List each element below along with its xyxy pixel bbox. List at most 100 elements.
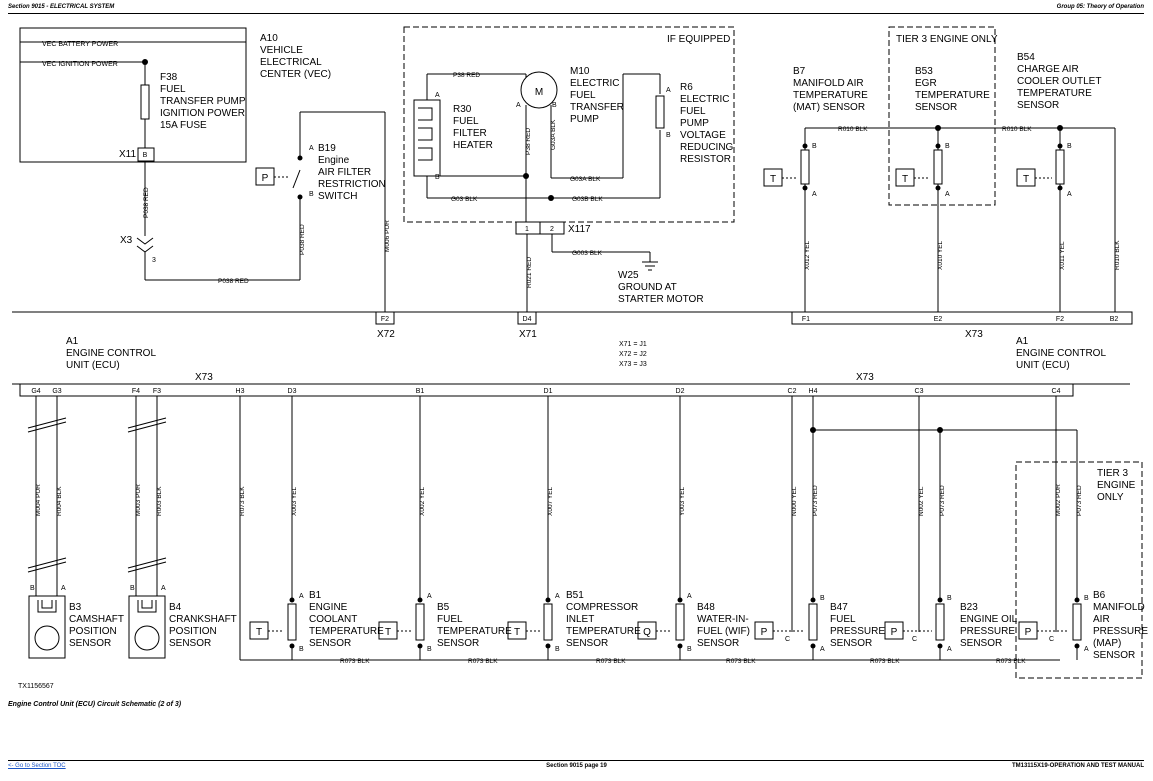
a1-right-label-line-2: UNIT (ECU) bbox=[1016, 360, 1070, 371]
b6-label-line-5: SENSOR bbox=[1093, 650, 1135, 661]
ecu-pin-H3: H3 bbox=[236, 388, 245, 395]
b4-label-line-2: POSITION bbox=[169, 626, 217, 637]
wire-g003-h: G003 BLK bbox=[572, 250, 603, 257]
x3-label: X3 bbox=[120, 235, 133, 246]
b5-label-line-1: FUEL bbox=[437, 614, 463, 625]
connector-x73-ecu bbox=[19, 383, 1074, 397]
wire-r073-h-0: R073 BLK bbox=[340, 658, 370, 665]
wire-p073-v2: P073 RED bbox=[939, 485, 946, 516]
m10-label-line-4: PUMP bbox=[570, 114, 599, 125]
b1-label-line-3: TEMPERATURE bbox=[309, 626, 384, 637]
wire-m004-v: M004 PUR bbox=[35, 484, 42, 516]
wire-g03a-h: G03A BLK bbox=[570, 176, 601, 183]
wire-p38-v: P38 RED bbox=[525, 128, 532, 155]
motor-m10 bbox=[520, 71, 558, 109]
r6-label-line-5: REDUCING bbox=[680, 142, 734, 153]
sensor-type-b23: P bbox=[891, 627, 898, 638]
b23-label-line-0: B23 bbox=[960, 602, 978, 613]
b4-label-line-3: SENSOR bbox=[169, 638, 211, 649]
connector-legend-2: X73 = J3 bbox=[619, 361, 647, 368]
pin-b-b54: B bbox=[1067, 143, 1072, 150]
x73-top-label: X73 bbox=[965, 329, 983, 340]
r6-label-line-2: FUEL bbox=[680, 106, 706, 117]
pin-a-m10: A bbox=[516, 102, 521, 109]
wire-p038-h: P038 RED bbox=[218, 278, 249, 285]
wire-r073-h-2: R073 BLK bbox=[596, 658, 626, 665]
thermistor-b1 bbox=[287, 603, 297, 641]
pin-b-b1: B bbox=[299, 646, 304, 653]
vec-ignition-label: VEC IGNITION POWER bbox=[42, 61, 118, 68]
wire-x002-v: X002 YEL bbox=[419, 486, 426, 516]
r6-label-line-6: RESISTOR bbox=[680, 154, 731, 165]
fuse-f38 bbox=[140, 84, 150, 120]
thermistor-b51 bbox=[543, 603, 553, 641]
tier3-bottom-label-line-2: ONLY bbox=[1097, 492, 1124, 503]
manual-title: TM13115X19-OPERATION AND TEST MANUAL bbox=[1011, 763, 1144, 769]
b19-label-line-3: RESTRICTION bbox=[318, 179, 386, 190]
tier3-bottom-label-line-1: ENGINE bbox=[1097, 480, 1136, 491]
x73-left-label: X73 bbox=[195, 372, 213, 383]
x73-top-pin-E2: E2 bbox=[934, 316, 943, 323]
pin-b-b48: B bbox=[687, 646, 692, 653]
ecu-pin-G3: G3 bbox=[52, 388, 61, 395]
b23-label-line-1: ENGINE OIL bbox=[960, 614, 1018, 625]
b6-label-line-0: B6 bbox=[1093, 590, 1106, 601]
wire-r073-h-3: R073 BLK bbox=[726, 658, 756, 665]
wire-p38-h: P38 RED bbox=[453, 72, 480, 79]
b19-label-line-4: SWITCH bbox=[318, 191, 357, 202]
f38-label-line-3: IGNITION POWER bbox=[160, 108, 245, 119]
x117-pin-1: 1 bbox=[525, 226, 529, 233]
sensor-type-b54: T bbox=[1023, 174, 1029, 185]
b23-label-line-3: SENSOR bbox=[960, 638, 1002, 649]
b7-label-line-3: (MAT) SENSOR bbox=[793, 102, 865, 113]
x3-pin-3: 3 bbox=[152, 257, 156, 264]
a1-left-label-line-0: A1 bbox=[66, 336, 79, 347]
connector-x73-top bbox=[791, 311, 1133, 325]
b51-label-line-4: SENSOR bbox=[566, 638, 608, 649]
b48-label-line-3: SENSOR bbox=[697, 638, 739, 649]
b4-label-line-1: CRANKSHAFT bbox=[169, 614, 237, 625]
x71-pin-d4: D4 bbox=[523, 316, 532, 323]
wire-r004-v: R004 BLK bbox=[56, 486, 63, 516]
pin-a-b51: A bbox=[555, 593, 560, 600]
hall-sensor-b3 bbox=[28, 595, 66, 659]
wire-x003-v: X003 YEL bbox=[291, 486, 298, 516]
section-header: Section 9015 - ELECTRICAL SYSTEM bbox=[8, 4, 115, 10]
b23-label-line-2: PRESSURE bbox=[960, 626, 1015, 637]
wire-r073-h-5: R073 BLK bbox=[996, 658, 1026, 665]
b6-label-line-4: (MAP) bbox=[1093, 638, 1121, 649]
a1-right-label-line-0: A1 bbox=[1016, 336, 1029, 347]
r6-label-line-1: ELECTRIC bbox=[680, 94, 729, 105]
b5-label-line-0: B5 bbox=[437, 602, 450, 613]
b6-label-line-2: AIR bbox=[1093, 614, 1110, 625]
a1-right-label-line-1: ENGINE CONTROL bbox=[1016, 348, 1106, 359]
ecu-pin-C3: C3 bbox=[915, 388, 924, 395]
figure-caption: Engine Control Unit (ECU) Circuit Schema… bbox=[8, 701, 182, 708]
sensor-type-b7: T bbox=[770, 174, 776, 185]
tier3-bottom-label-line-0: TIER 3 bbox=[1097, 468, 1129, 479]
wire-r073-h-4: R073 BLK bbox=[870, 658, 900, 665]
vec-box bbox=[19, 27, 247, 163]
r6-label-line-4: VOLTAGE bbox=[680, 130, 726, 141]
r6-label-line-0: R6 bbox=[680, 82, 693, 93]
x71-label: X71 bbox=[519, 329, 537, 340]
x73-top-pin-F2: F2 bbox=[1056, 316, 1064, 323]
r30-label-line-0: R30 bbox=[453, 104, 472, 115]
group-header: Group 05: Theory of Operation bbox=[1056, 4, 1144, 10]
section-toc-link[interactable]: <- Go to Section TOC bbox=[8, 763, 66, 769]
resistor-r6 bbox=[655, 95, 665, 129]
footer-rule bbox=[8, 760, 1144, 761]
x73-right-label: X73 bbox=[856, 372, 874, 383]
b1-label-line-0: B1 bbox=[309, 590, 322, 601]
pin-b-m10: B bbox=[552, 102, 557, 109]
if-equipped-box bbox=[403, 26, 735, 223]
pin-a-b23: A bbox=[947, 646, 952, 653]
thermistor-b53 bbox=[933, 149, 943, 185]
pin-a-b6: A bbox=[1084, 646, 1089, 653]
pin-a-b4: A bbox=[161, 585, 166, 592]
b51-label-line-2: INLET bbox=[566, 614, 594, 625]
f38-label-line-2: TRANSFER PUMP bbox=[160, 96, 246, 107]
sensor-type-b48: Q bbox=[643, 627, 651, 638]
b48-label-line-2: FUEL (WIF) bbox=[697, 626, 750, 637]
b1-label-line-2: COOLANT bbox=[309, 614, 357, 625]
